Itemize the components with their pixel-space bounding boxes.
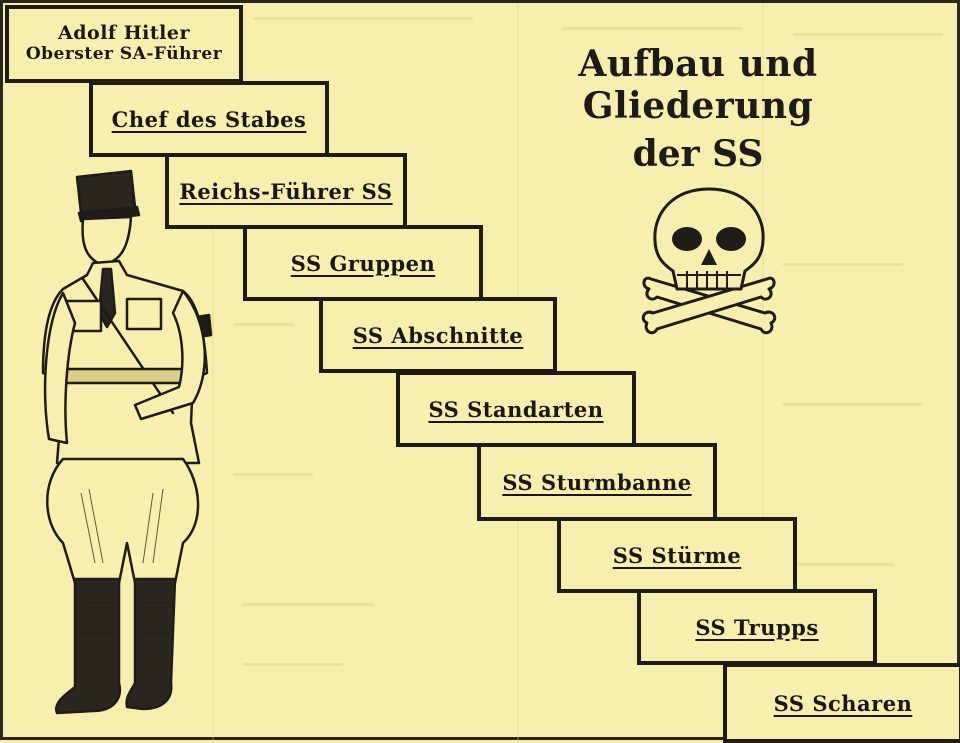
step-ss-trupps: SS Trupps <box>637 589 877 665</box>
step-ss-gruppen-label: SS Gruppen <box>290 250 436 276</box>
step-adolf-hitler-rank: Oberster SA-Führer <box>25 44 223 65</box>
step-ss-scharen-label: SS Scharen <box>773 690 913 716</box>
chart-title-line-2: der SS <box>632 133 764 175</box>
skull-and-crossbones-icon <box>641 187 777 335</box>
step-ss-sturmbanne-label: SS Sturmbanne <box>502 469 692 495</box>
step-ss-stuerme-label: SS Stürme <box>612 542 742 568</box>
step-ss-standarten: SS Standarten <box>396 371 636 447</box>
step-chef-des-stabes-label: Chef des Stabes <box>111 106 307 132</box>
chart-title-line-1: Aufbau und Gliederung <box>578 43 818 127</box>
step-ss-abschnitte: SS Abschnitte <box>319 297 557 373</box>
step-ss-scharen: SS Scharen <box>723 663 960 743</box>
step-ss-trupps-label: SS Trupps <box>695 614 819 640</box>
step-ss-abschnitte-label: SS Abschnitte <box>352 322 524 348</box>
step-adolf-hitler: Adolf Hitler Oberster SA-Führer <box>5 5 243 83</box>
step-ss-gruppen: SS Gruppen <box>243 225 483 301</box>
uniformed-figure-illustration <box>41 169 213 715</box>
chart-title: Aufbau und Gliederung der SS <box>473 43 923 175</box>
step-adolf-hitler-name: Adolf Hitler <box>58 22 190 45</box>
step-reichs-fuehrer-ss-label: Reichs-Führer SS <box>179 178 393 204</box>
step-ss-stuerme: SS Stürme <box>557 517 797 593</box>
step-ss-standarten-label: SS Standarten <box>428 396 604 422</box>
step-chef-des-stabes: Chef des Stabes <box>89 81 329 157</box>
step-ss-sturmbanne: SS Sturmbanne <box>477 443 717 521</box>
